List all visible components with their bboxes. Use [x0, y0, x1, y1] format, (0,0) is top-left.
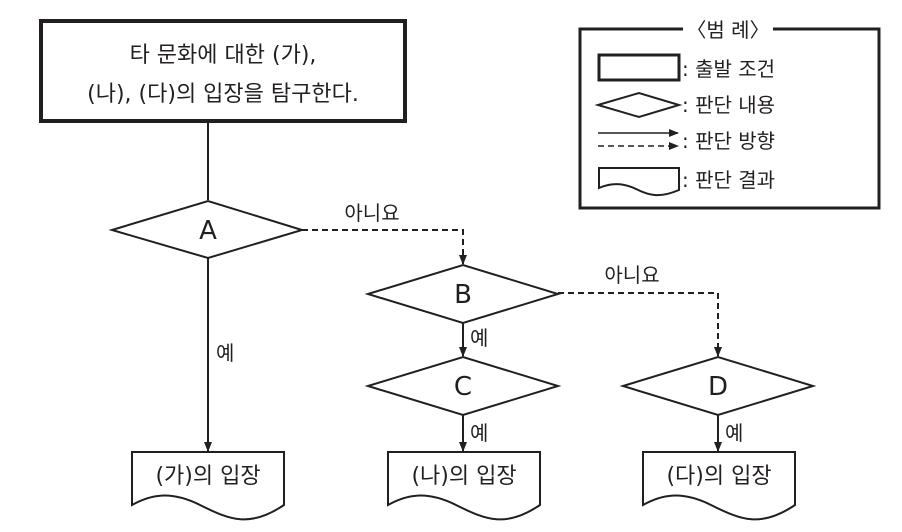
- result-na-shape: [387, 451, 541, 521]
- result-da-shape: [642, 451, 796, 521]
- legend-decision-label: : 판단 내용: [682, 93, 775, 117]
- decision-c-label: C: [454, 372, 472, 402]
- legend-title: 〈범 례〉: [686, 18, 769, 42]
- label-b-yes: 예: [470, 326, 488, 350]
- result-ga-shape: [131, 451, 285, 521]
- arrow-a-no: [302, 229, 467, 265]
- decision-d-label: D: [708, 372, 728, 402]
- start-text-line2: (나), (다)의 입장을 탐구한다.: [87, 82, 359, 107]
- label-d-yes: 예: [725, 421, 743, 445]
- legend-start-shape: [597, 53, 681, 82]
- arrow-b-no: [558, 292, 722, 357]
- legend-box: [578, 27, 881, 210]
- decision-a-label: A: [199, 216, 217, 246]
- start-text-line1: 타 문화에 대한 (가),: [130, 43, 317, 68]
- legend-direction-label: : 판단 방향: [682, 129, 775, 153]
- result-ga-label: (가)의 입장: [155, 464, 260, 489]
- label-a-yes: 예: [216, 341, 234, 365]
- decision-b: [364, 263, 562, 325]
- label-b-no: 아니요: [604, 263, 659, 287]
- decision-d: [619, 355, 817, 417]
- label-c-yes: 예: [470, 421, 488, 445]
- decision-b-label: B: [454, 280, 472, 310]
- label-a-no: 아니요: [344, 201, 399, 225]
- legend-result-shape: [598, 167, 680, 197]
- result-na-label: (나)의 입장: [411, 464, 516, 489]
- legend-decision-shape: [594, 91, 683, 119]
- start-box: [39, 19, 407, 123]
- result-da-label: (다)의 입장: [666, 464, 771, 489]
- decision-c: [364, 355, 562, 417]
- legend-result-label: : 판단 결과: [682, 168, 775, 192]
- decision-a: [108, 199, 306, 260]
- legend-start-label: : 출발 조건: [682, 57, 775, 81]
